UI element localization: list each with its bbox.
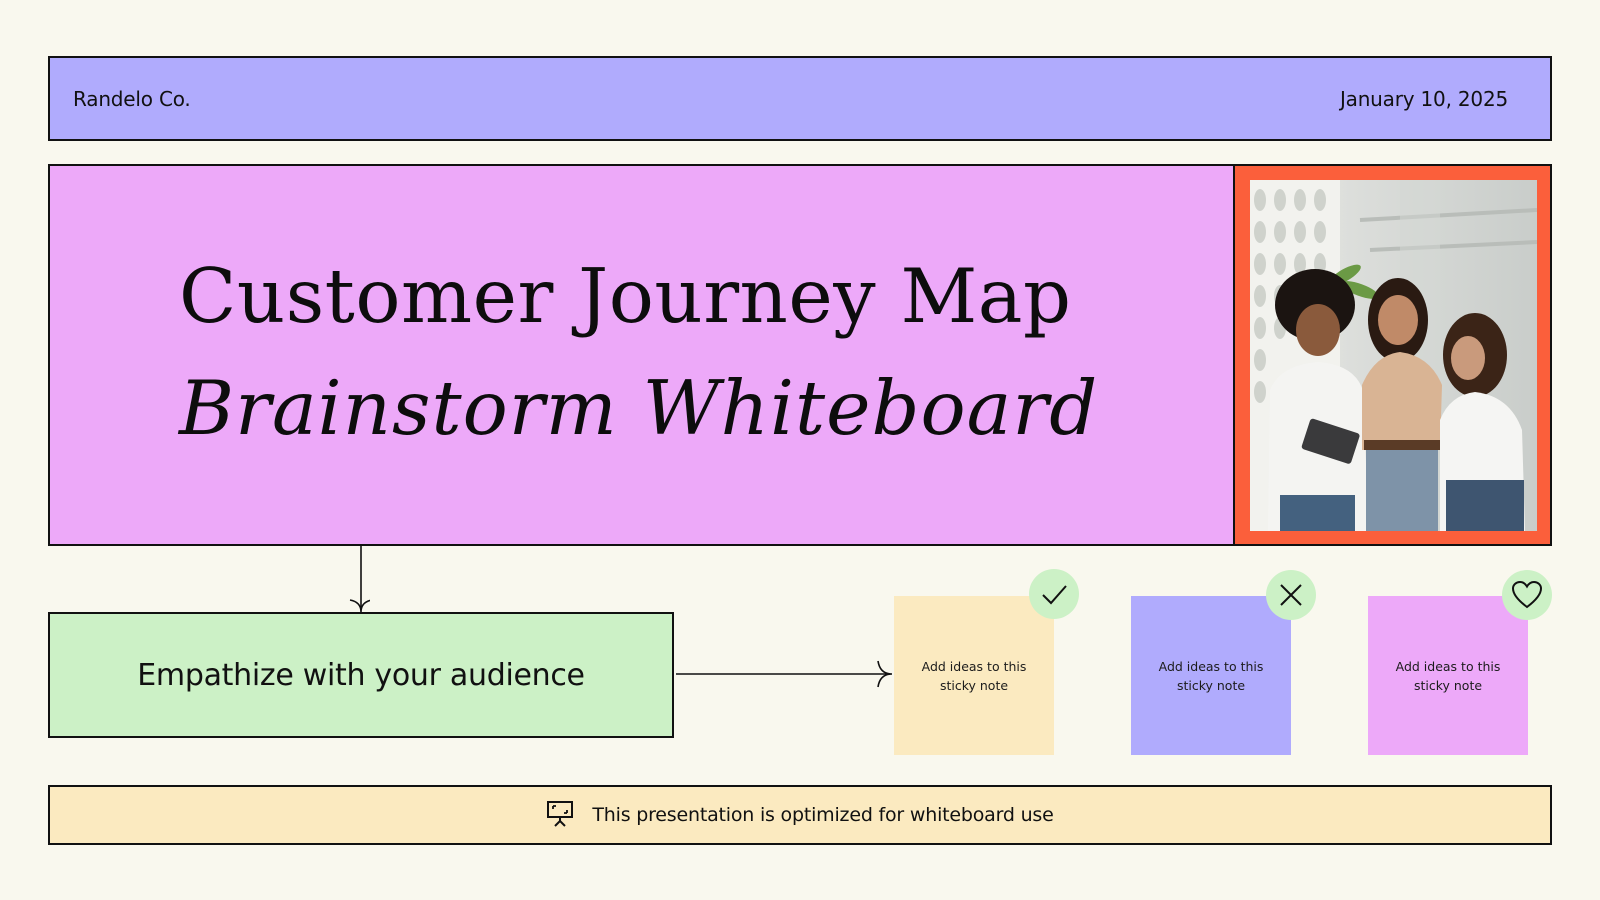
title-line-1: Customer Journey Map (179, 252, 1072, 340)
title-line-2: Brainstorm Whiteboard (179, 364, 1099, 452)
group-photo (1250, 180, 1537, 531)
footer-text: This presentation is optimized for white… (592, 804, 1054, 826)
stage-label: Empathize with your audience (137, 657, 585, 693)
photo-frame[interactable] (1233, 164, 1552, 546)
x-icon[interactable] (1266, 570, 1316, 620)
company-name: Randelo Co. (73, 86, 191, 111)
sticky-note-text: Add ideas to this sticky note (1158, 658, 1264, 693)
sticky-note-text: Add ideas to this sticky note (921, 658, 1027, 693)
heart-icon[interactable] (1502, 570, 1552, 620)
check-icon[interactable] (1029, 569, 1079, 619)
footer-bar: This presentation is optimized for white… (48, 785, 1552, 845)
stage-empathize[interactable]: Empathize with your audience (48, 612, 674, 738)
sticky-note-pink[interactable]: Add ideas to this sticky note (1368, 596, 1528, 755)
sticky-note-text: Add ideas to this sticky note (1395, 658, 1501, 693)
down-arrow-connector (349, 546, 370, 613)
hero-title-panel[interactable]: Customer Journey Map Brainstorm Whiteboa… (48, 164, 1235, 546)
header-date: January 10, 2025 (1339, 86, 1508, 111)
sticky-note-yellow[interactable]: Add ideas to this sticky note (894, 596, 1054, 755)
header-bar: Randelo Co. January 10, 2025 (48, 56, 1552, 141)
presentation-icon (546, 799, 574, 831)
sticky-note-purple[interactable]: Add ideas to this sticky note (1131, 596, 1291, 755)
right-arrow-connector (676, 660, 893, 688)
